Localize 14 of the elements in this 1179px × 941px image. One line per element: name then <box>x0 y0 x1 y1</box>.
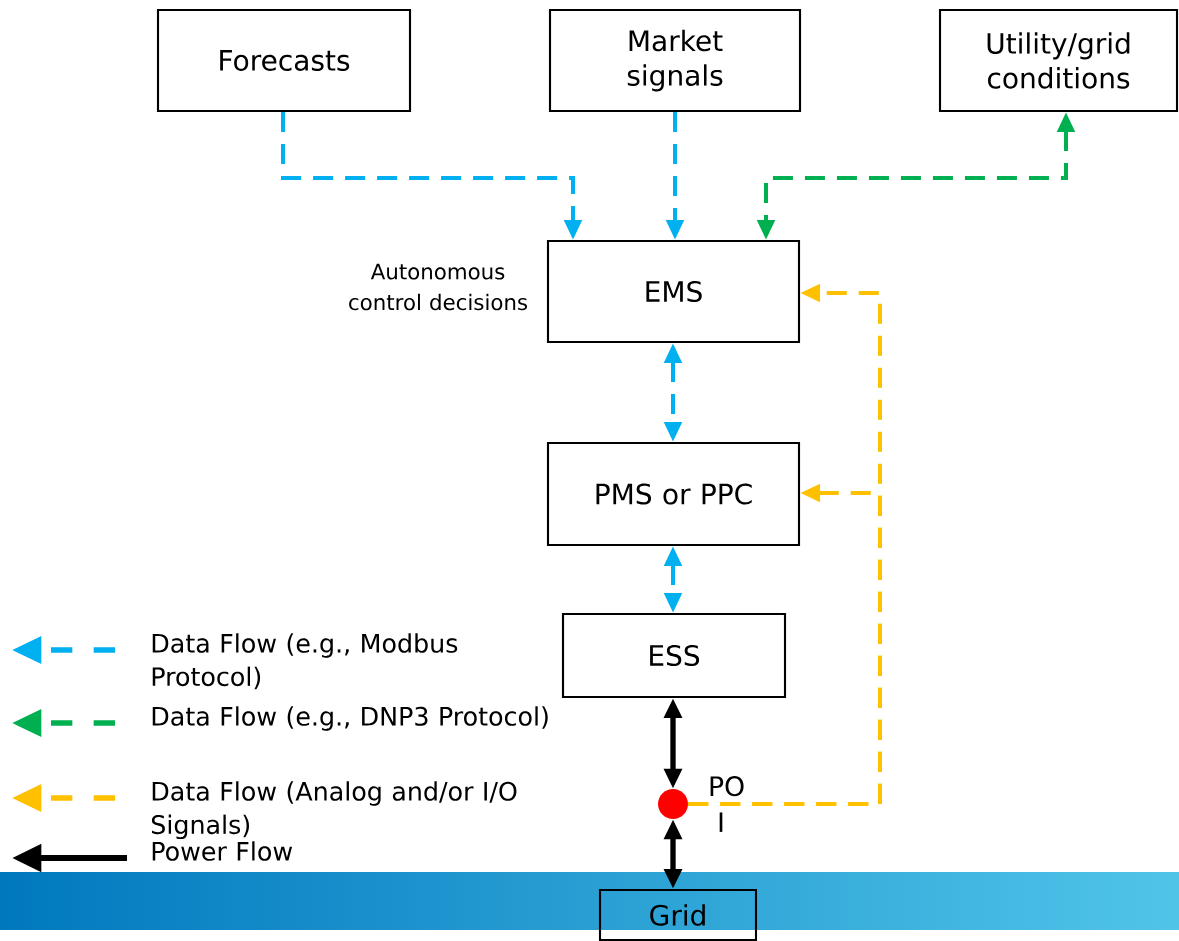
legend-text: Data Flow (e.g., DNP3 Protocol) <box>152 706 548 731</box>
process-box: Market signals <box>548 8 802 113</box>
legend-text: Data Flow (Analog and/or I/O Signals) <box>151 781 517 840</box>
process-box: Utility/grid conditions <box>938 8 1179 113</box>
process-box: EMS <box>546 239 801 344</box>
process-box: Grid <box>598 888 758 941</box>
process-box: ESS <box>561 612 787 699</box>
process-box: Forecasts <box>156 8 412 113</box>
annotation-text: Autonomous control decisions <box>349 263 528 311</box>
legend-text: Data Flow (e.g., Modbus Protocol) <box>152 633 458 690</box>
process-box: PMS or PPC <box>546 441 801 547</box>
annotation-text: PO I <box>710 776 744 832</box>
connection-point <box>658 789 688 819</box>
legend-text: Power Flow <box>152 841 293 861</box>
